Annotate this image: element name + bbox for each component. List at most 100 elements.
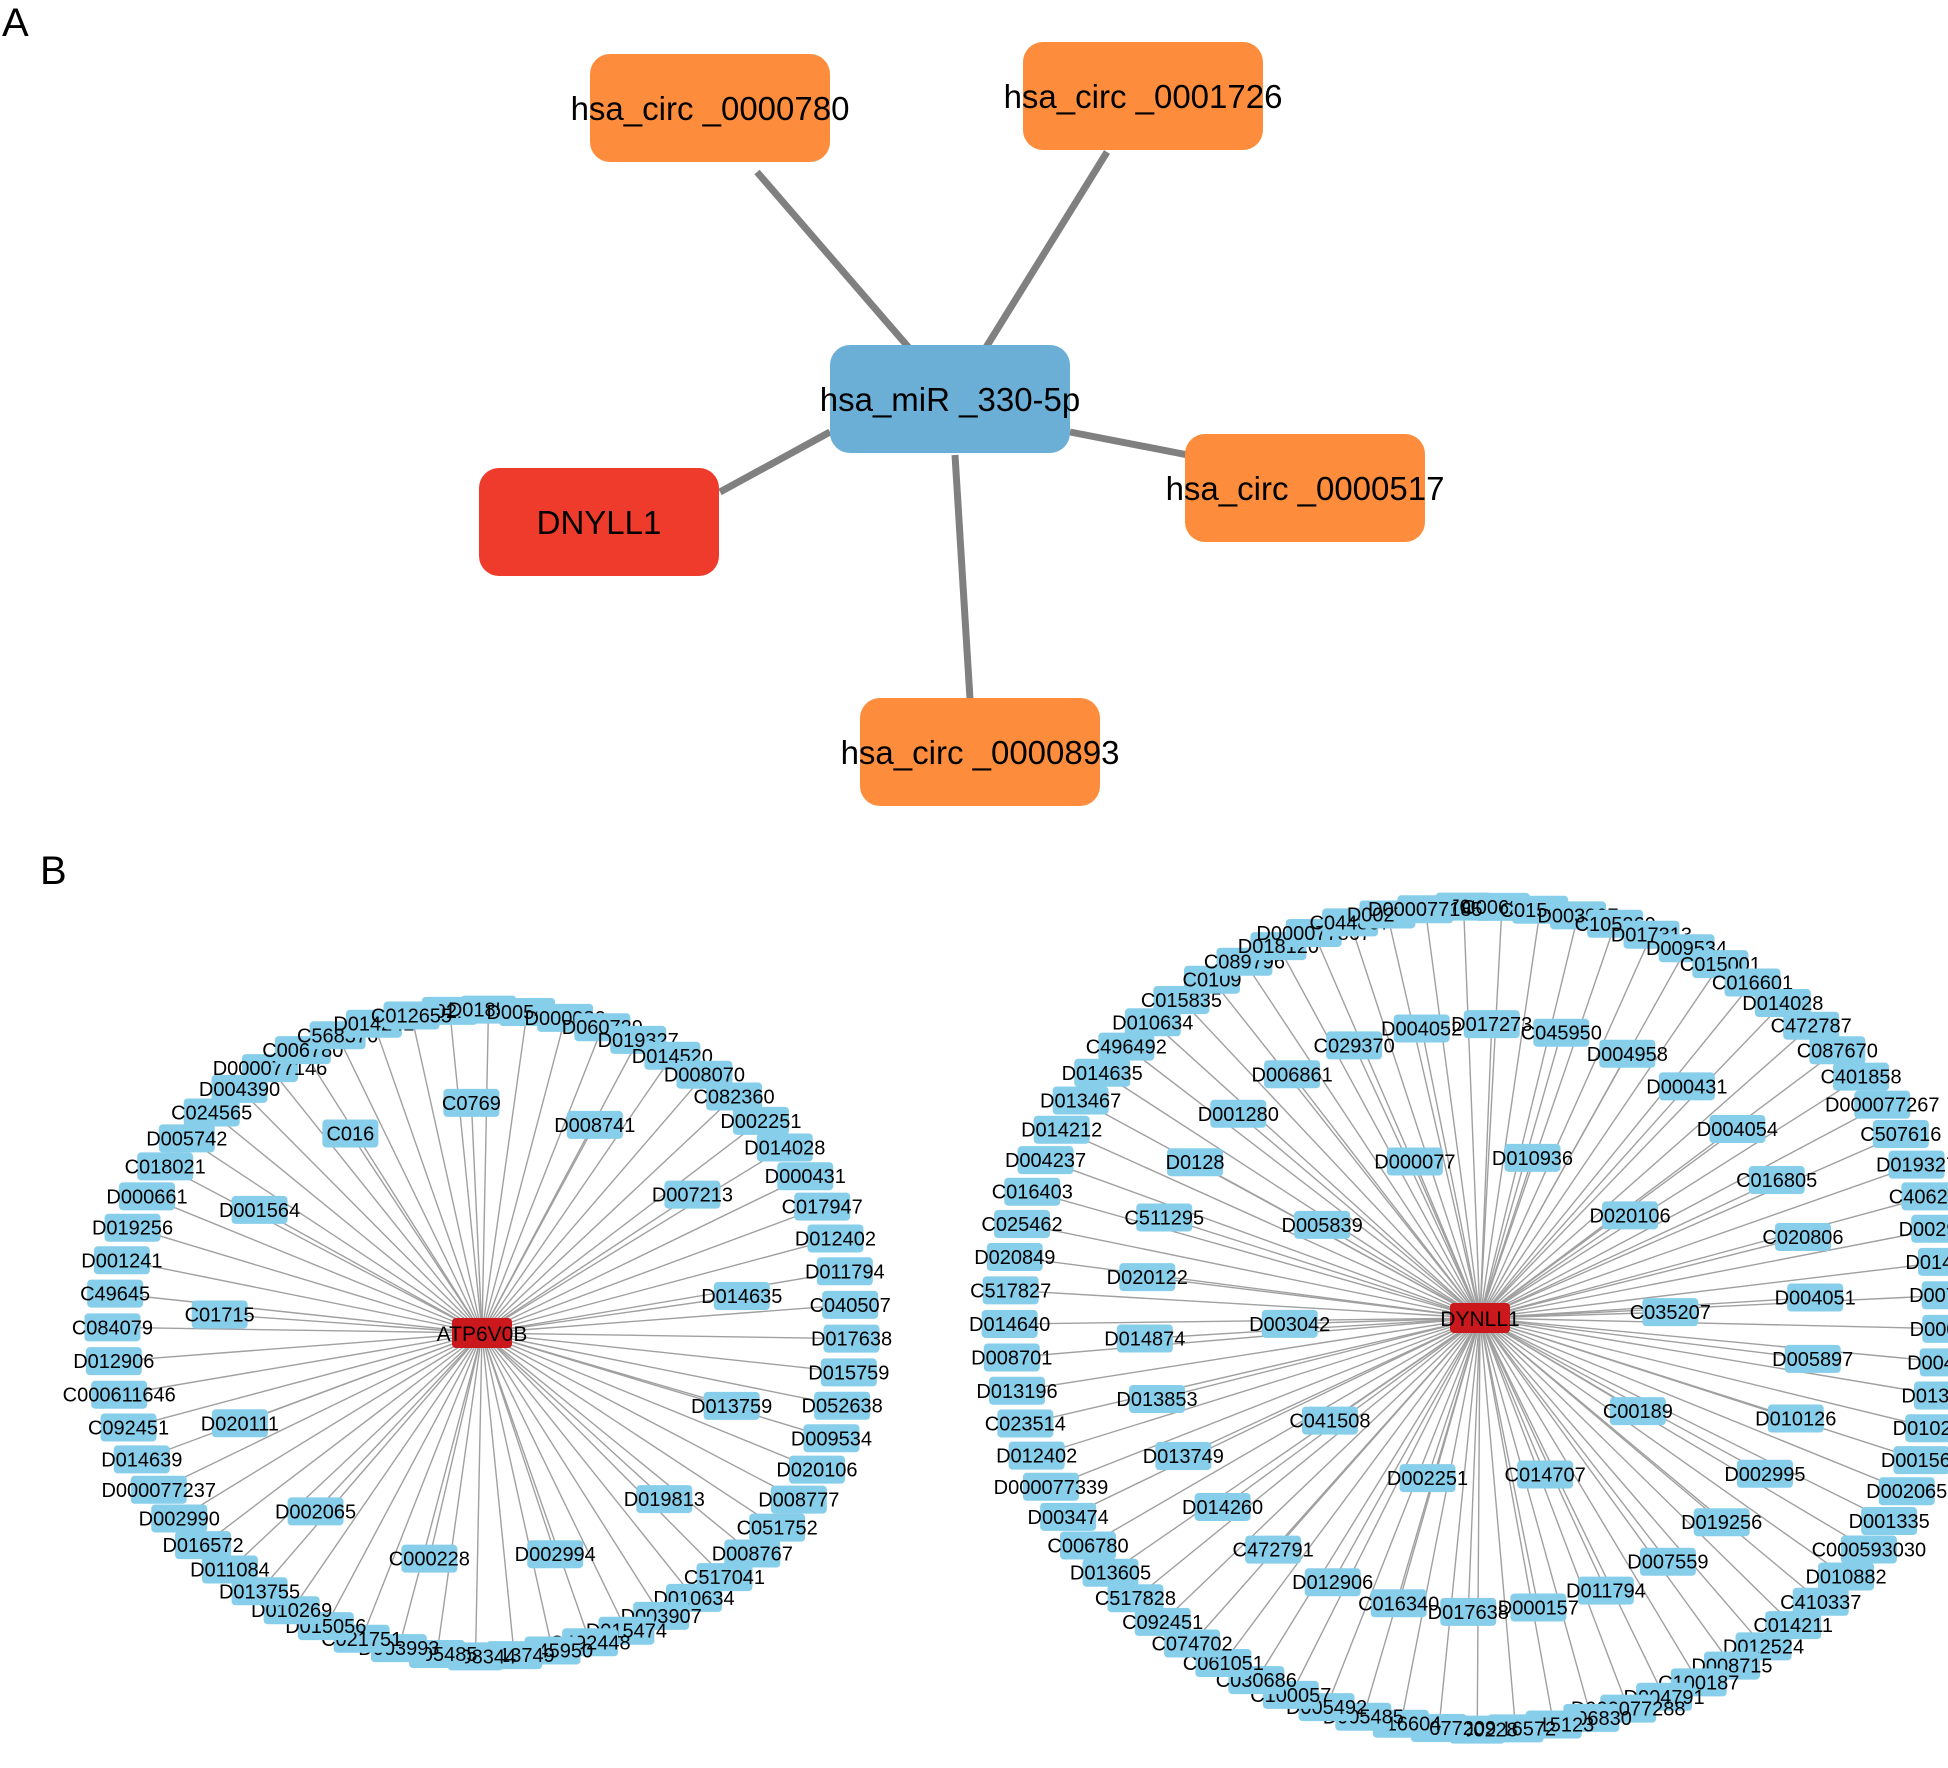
panel-b-leaf-node: C472787 [1771, 1011, 1852, 1040]
panel-b-leaf-node: C517828 [1095, 1584, 1176, 1613]
circrna-node-label: hsa_circ _0000893 [841, 734, 1120, 771]
leaf-node-shape [130, 1475, 187, 1504]
panel-b-edge [1479, 1317, 1822, 1603]
panel-b-edge [1479, 1317, 1870, 1551]
leaf-node-label: C015835 [1141, 990, 1222, 1012]
panel-b-leaf-node: D002065 [275, 1497, 356, 1526]
leaf-node-label: D019327 [1876, 1155, 1948, 1177]
leaf-node-shape [1116, 1324, 1173, 1353]
leaf-node-shape [137, 1152, 194, 1181]
leaf-node-shape [383, 1001, 440, 1030]
leaf-node-label: D001564 [219, 1200, 300, 1222]
leaf-node-shape [1602, 1201, 1659, 1230]
panel-b-leaf-node: D019327 [1876, 1150, 1948, 1179]
leaf-node-shape [1658, 1072, 1715, 1101]
panel-b-edge [219, 1313, 483, 1334]
panel-b-leaf-node: D004052 [1381, 1014, 1462, 1043]
leaf-node-label: D010634 [1112, 1012, 1193, 1034]
panel-b-edge [1014, 1256, 1481, 1319]
mirna-hub-node-label: hsa_miR _330-5p [820, 381, 1081, 418]
panel-b-leaf-node: D012402 [996, 1441, 1077, 1470]
panel-b-edge [481, 1332, 628, 1631]
mirna-hub-node-shape [830, 345, 1070, 453]
leaf-node-label: C020806 [1762, 1227, 1843, 1249]
panel-b-leaf-node: C084079 [72, 1313, 153, 1342]
panel-b-edge [436, 1332, 483, 1655]
leaf-node-label: D010126 [1755, 1409, 1836, 1431]
leaf-node-label: D013196 [976, 1381, 1057, 1403]
leaf-node-shape [1386, 1147, 1443, 1176]
panel-b-leaf-node: C01715 [185, 1300, 255, 1329]
panel-b-edge [315, 1332, 483, 1512]
panel-b-edge [1135, 1317, 1481, 1599]
leaf-node-label: C092451 [88, 1418, 169, 1440]
panel-b-leaf-node: C017947 [782, 1192, 863, 1221]
panel-b-edge [1479, 923, 1616, 1319]
panel-b-leaf-node: C012655 [371, 1001, 452, 1030]
panel-b-edge [178, 1332, 483, 1520]
leaf-node-shape [201, 1555, 258, 1584]
panel-b-leaf-node: C000593030 [1812, 1535, 1926, 1564]
leaf-node-label: D020106 [1589, 1205, 1670, 1227]
panel-b-edge [336, 1035, 483, 1334]
panel-b-edge [449, 1010, 483, 1334]
leaf-node-label: D014639 [101, 1449, 182, 1471]
leaf-node-shape [749, 1513, 806, 1542]
leaf-node-label: C025462 [981, 1214, 1062, 1236]
leaf-node-label: D008070 [664, 1065, 745, 1087]
leaf-node-label: D000077237 [101, 1480, 216, 1502]
panel-b-leaf-node: D020111 [201, 1409, 279, 1438]
panel-b-leaf-node: D000431 [1646, 1072, 1727, 1101]
panel-b-edge [481, 1017, 566, 1334]
panel-b-edge [1036, 1317, 1481, 1457]
panel-b-leaf-node: D008701 [971, 1343, 1052, 1372]
panel-b-leaf-node: D009534 [791, 1424, 872, 1453]
leaf-node-label: D000661 [106, 1186, 187, 1208]
leaf-node-label: D013749 [1143, 1446, 1224, 1468]
leaf-node-label: D012402 [795, 1228, 876, 1250]
leaf-node-label: D002251 [1387, 1468, 1468, 1490]
leaf-node-label: D010269 [251, 1600, 332, 1622]
panel-b-leaf-node: D008070 [664, 1060, 745, 1089]
panel-b-edge [481, 1332, 800, 1501]
panel-b-edge [481, 1332, 778, 1529]
panel-b-edge [259, 1332, 483, 1592]
leaf-node-shape [1872, 1120, 1929, 1149]
panel-b-leaf-node: D008741 [554, 1110, 635, 1139]
panel-b-leaf-node: D014028 [1742, 989, 1823, 1018]
leaf-node-label: D008777 [758, 1490, 839, 1512]
leaf-node-shape [1748, 1165, 1805, 1194]
leaf-node-shape [983, 1343, 1040, 1372]
panel-b-edge [1479, 1317, 1922, 1461]
panel-b-edge [1479, 1002, 1784, 1319]
panel-b-edge [481, 1332, 662, 1617]
leaf-node-shape [1736, 1459, 1793, 1488]
leaf-node-label: C507616 [1860, 1124, 1941, 1146]
panel-b-leaf-node: D007213 [652, 1180, 733, 1209]
panel-b-leaf-node: D003474 [1028, 1502, 1109, 1531]
panel-b-leaf-node: D010126 [1755, 1404, 1836, 1433]
panel-b-leaf-node: D020106 [1589, 1201, 1671, 1230]
panel-b-leaf-node: C092451 [88, 1413, 169, 1442]
circrna-node-shape [1023, 42, 1263, 150]
leaf-node-shape [664, 1180, 721, 1209]
leaf-node-label: C014707 [1505, 1465, 1586, 1487]
panel-b-edge [269, 1067, 483, 1334]
leaf-node-label: C006780 [1047, 1536, 1128, 1558]
leaf-node-shape [1921, 1281, 1948, 1310]
panel-b-edge [1479, 1195, 1930, 1319]
leaf-node-shape [794, 1192, 851, 1221]
leaf-node-shape [1040, 1502, 1097, 1531]
panel-b-leaf-node: C006780 [1047, 1531, 1129, 1560]
panel-b-leaf-node: D000077267 [1825, 1090, 1940, 1119]
leaf-node-label: D006861 [1252, 1064, 1333, 1086]
panel-b-edge [1479, 1294, 1948, 1319]
panel-b-leaf-node: C016403 [992, 1177, 1073, 1206]
panel-b-leaf-node: C029370 [1314, 1031, 1395, 1060]
panel-b-edge [1349, 922, 1481, 1319]
panel-b-edge [1110, 1317, 1481, 1574]
panel-b-leaf-node: D014241 [1905, 1247, 1948, 1276]
hub-node-shape [1450, 1303, 1510, 1333]
panel-b-edge [481, 1332, 515, 1656]
leaf-node-label: C074702 [1151, 1633, 1232, 1655]
